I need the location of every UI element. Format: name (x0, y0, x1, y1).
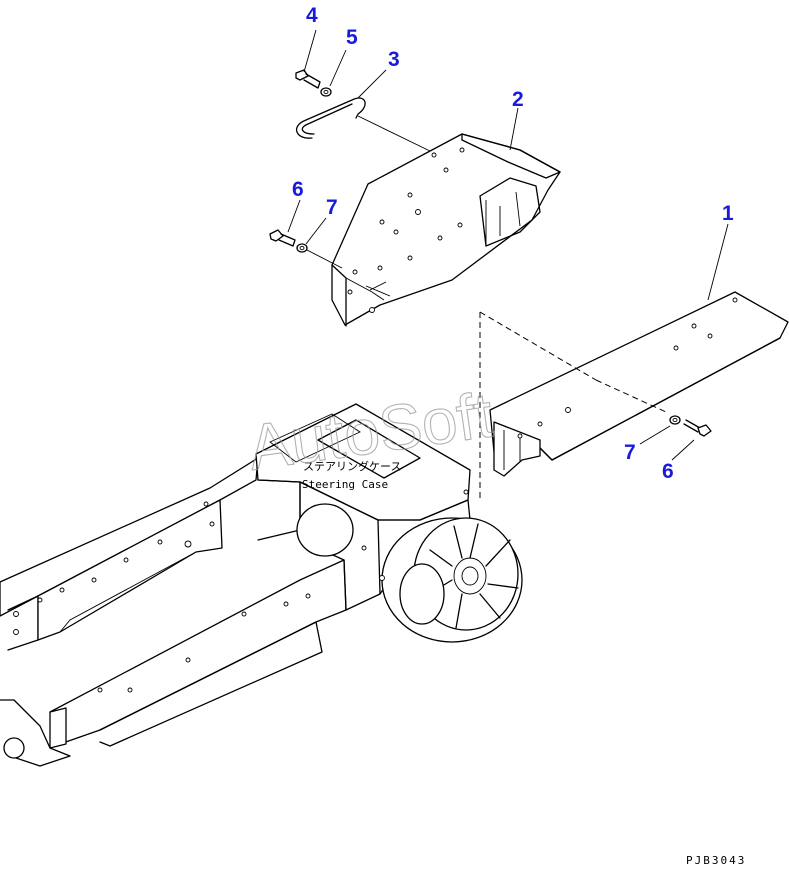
bolt-part-4 (295, 69, 321, 89)
main-frame (0, 403, 523, 767)
hidden-line-diagonal (479, 311, 597, 381)
frame-holes (13, 489, 469, 693)
steering-case-label-en: Steering Case (302, 478, 388, 491)
callout-label-7-upper: 7 (326, 196, 338, 219)
cover-plate-part-1 (489, 291, 789, 477)
steering-case-label-jp: ステアリングケース (303, 459, 401, 473)
bracket-slot (365, 281, 391, 297)
callout-label-4: 4 (306, 4, 318, 27)
callout-label-2: 2 (512, 88, 524, 111)
hook-rod-part-3 (296, 97, 366, 139)
callout-label-5: 5 (346, 26, 358, 49)
callout-label-6-upper: 6 (292, 178, 304, 201)
bolt-part-6-lower (683, 419, 712, 437)
callout-leaders (287, 29, 729, 461)
drawing-number: PJB3043 (686, 854, 746, 867)
bracket-part-2 (331, 133, 561, 327)
hook-leader-line (357, 115, 433, 153)
bracket-holes (347, 147, 465, 313)
washer-part-7-upper (296, 243, 308, 253)
callout-label-6-lower: 6 (662, 460, 674, 483)
hidden-line-plate (595, 379, 667, 413)
steering-hub (381, 517, 523, 643)
washer-part-7-lower (669, 415, 681, 425)
callout-label-1: 1 (722, 202, 734, 225)
bolt-part-6-upper (269, 229, 296, 247)
bolt-leader-upper (306, 249, 343, 269)
callout-label-7-lower: 7 (624, 441, 636, 464)
washer-part-5 (320, 87, 332, 97)
callout-label-3: 3 (388, 48, 400, 71)
